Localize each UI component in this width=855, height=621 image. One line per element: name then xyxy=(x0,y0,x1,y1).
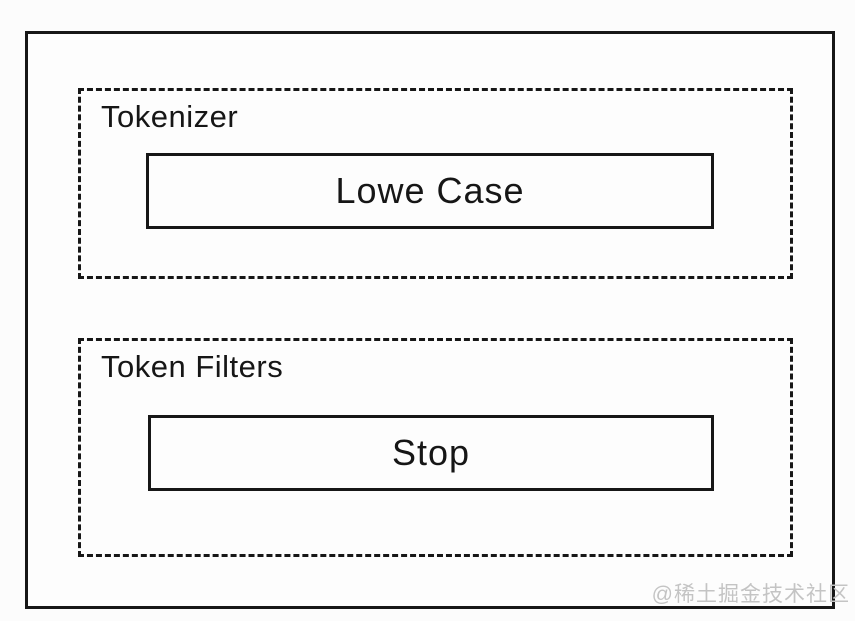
watermark: @稀土掘金技术社区 xyxy=(651,583,850,606)
tokenizer-item-label: Lowe Case xyxy=(335,170,525,211)
tokenizer-group-box: Tokenizer Lowe Case xyxy=(78,88,793,279)
token-filters-item-label: Stop xyxy=(391,432,471,473)
token-filters-item-box: Stop xyxy=(148,415,714,491)
tokenizer-item-box: Lowe Case xyxy=(146,153,714,229)
tokenizer-group-label: Tokenizer xyxy=(101,99,239,134)
token-filters-group-label: Token Filters xyxy=(101,349,284,384)
token-filters-group-box: Token Filters Stop xyxy=(78,338,793,557)
analyzer-outer-box: Tokenizer Lowe Case Token Filters Stop xyxy=(25,31,835,609)
